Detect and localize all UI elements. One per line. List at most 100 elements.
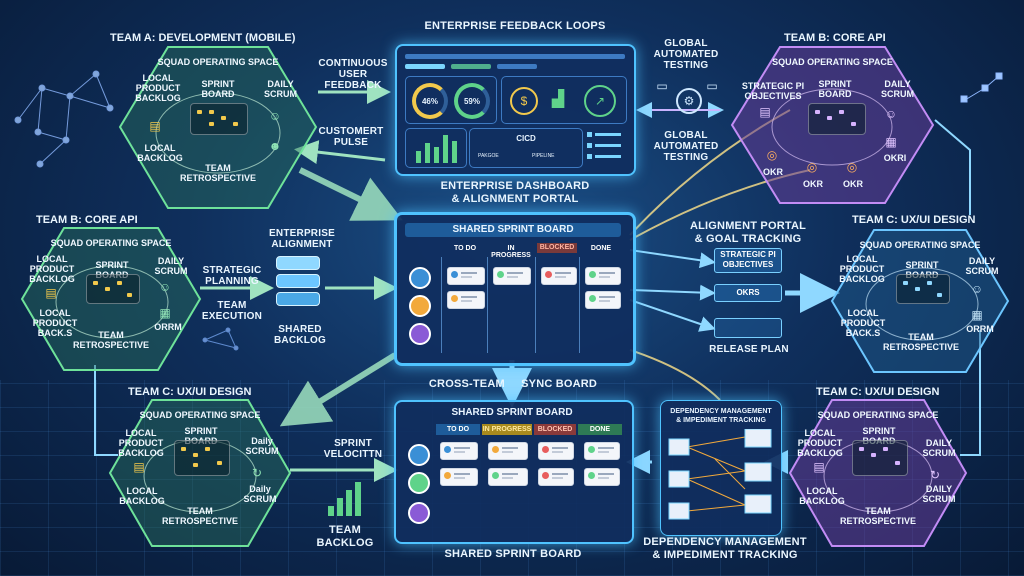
- daily-scrum-label: Daily SCRUM: [245, 436, 279, 456]
- team-retro-label: TEAM RETROSPECTIVE: [72, 330, 149, 350]
- mini-sprint-board: [190, 103, 248, 135]
- avatar: [409, 295, 431, 317]
- monitor-icon: ▭: [656, 79, 668, 93]
- velocity-chart-icon: [326, 480, 366, 516]
- dependency-management-panel[interactable]: DEPENDENCY MANAGEMENT & IMPEDIMENT TRACK…: [660, 400, 782, 536]
- orrm-label: ORRM: [154, 322, 182, 332]
- continuous-user-feedback-label: CONTINUOUS USER FEEDBACK: [318, 58, 388, 91]
- task-card[interactable]: [585, 291, 621, 309]
- task-card[interactable]: [541, 267, 577, 285]
- task-card[interactable]: [440, 442, 478, 460]
- col-blocked: BLOCKED: [534, 424, 576, 435]
- team-b-hexagon[interactable]: SQUAD OPERATING SPACE STRATEGIC PI OBJEC…: [730, 45, 935, 205]
- team-c-purple-hexagon[interactable]: SQUAD OPERATING SPACE LOCAL PRODUCT BACK…: [788, 398, 968, 548]
- network-share-icon: [960, 72, 1003, 103]
- team-icon: ☺: [884, 107, 898, 121]
- task-card[interactable]: [440, 468, 478, 486]
- release-plan-label: RELEASE PLAN: [709, 344, 789, 355]
- mini-sprint-board: [852, 440, 908, 476]
- task-card[interactable]: [493, 267, 531, 285]
- monitor-icon: ▭: [706, 79, 718, 93]
- squad-space-label: SQUAD OPERATING SPACE: [772, 57, 893, 67]
- mini-sprint-board: [808, 103, 866, 135]
- okr-label-3: OKR: [843, 179, 863, 189]
- enterprise-dashboard-panel[interactable]: 46% 59% $ ▟ ↗ CICD PAKGOE PIPELINE: [395, 44, 636, 176]
- okri-label: OKRI: [883, 153, 907, 163]
- dashboard-tab: [451, 64, 491, 69]
- col-in-progress: IN PROGRESS: [482, 424, 532, 435]
- local-product-backs-label: LOCAL PRODUCT BACK.S: [840, 308, 886, 338]
- task-card[interactable]: [447, 291, 485, 309]
- squad-space-label: SQUAD OPERATING SPACE: [859, 240, 981, 250]
- local-product-backs-label: LOCAL PRODUCT BACK.S: [32, 308, 78, 338]
- local-product-backlog-label: LOCAL PRODUCT BACKLOG: [135, 73, 181, 103]
- task-card[interactable]: [488, 468, 528, 486]
- gauge-1: 46%: [412, 83, 448, 119]
- gear-icon: ⚙: [676, 88, 702, 114]
- target-icon: ◎: [766, 148, 778, 162]
- strategic-pi-objectives-pill[interactable]: STRATEGIC PI OBJECTIVES: [714, 248, 782, 273]
- refresh-icon: ↻: [929, 468, 941, 482]
- squad-space-label: SQUAD OPERATING SPACE: [50, 238, 172, 248]
- refresh-icon: ↻: [251, 466, 263, 480]
- backlog-icon: ▤: [45, 286, 57, 300]
- strategic-pi-objectives-label: STRATEGIC PI OBJECTIVES: [741, 81, 805, 101]
- local-product-backlog-label: LOCAL PRODUCT BACKLOG: [797, 428, 843, 458]
- dashboard-portal-title: ENTERPRISE DASHBOARD & ALIGNMENT PORTAL: [440, 180, 590, 205]
- squad-space-label: SQUAD OPERATING SPACE: [157, 57, 279, 67]
- local-product-backlog-label: LOCAL PRODUCT BACKLOG: [118, 428, 164, 458]
- dashboard-tab: [497, 64, 537, 69]
- team-retro-label: TEAM RETROSPECTIVE: [839, 506, 916, 526]
- squad-space-label: SQUAD OPERATING SPACE: [139, 410, 261, 420]
- team-icon: ☺: [158, 280, 172, 294]
- team-execution-label: TEAM EXECUTION: [201, 300, 263, 322]
- team-icon: ☺: [268, 109, 282, 123]
- avatar: [408, 444, 430, 466]
- team-icon: ☺: [970, 282, 984, 296]
- daily-scrum-label: DAILY SCRUM: [881, 79, 914, 99]
- team-a-hexagon[interactable]: SQUAD OPERATING SPACE LOCAL PRODUCT BACK…: [118, 45, 318, 210]
- team-b-left-title: TEAM B: CORE API: [36, 214, 138, 226]
- bottom-shared-sprint-board[interactable]: SHARED SPRINT BOARD TO DO IN PROGRESS BL…: [394, 400, 634, 544]
- local-product-backlog-label: LOCAL PRODUCT BACKLOG: [29, 254, 75, 284]
- team-a-title: TEAM A: DEVELOPMENT (MOBILE): [110, 32, 296, 44]
- shared-backlog-stack[interactable]: [272, 252, 324, 318]
- avatar: [408, 472, 430, 494]
- task-card[interactable]: [584, 468, 620, 486]
- target-icon: ◎: [846, 160, 858, 174]
- backlog-icon: ▤: [813, 460, 825, 474]
- cicd-label: CICD: [516, 134, 536, 143]
- daily-scrum-label-2: DAILY SCRUM: [922, 484, 956, 504]
- task-card[interactable]: [584, 442, 620, 460]
- release-plan-card[interactable]: [714, 318, 782, 338]
- main-board-title: SHARED SPRINT BOARD: [405, 223, 621, 237]
- col-done: DONE: [590, 245, 612, 252]
- chart-icon: ▦: [971, 308, 983, 322]
- col-todo: TO DO: [436, 424, 480, 435]
- col-in-progress: IN PROGRESS: [491, 245, 531, 259]
- daily-scrum-label: DAILY SCRUM: [965, 256, 999, 276]
- dependency-graph: [668, 429, 772, 520]
- team-b-title: TEAM B: CORE API: [784, 32, 886, 44]
- pipeline-label: PIPELINE: [532, 153, 555, 159]
- col-todo: TO DO: [453, 245, 477, 252]
- task-card[interactable]: [538, 468, 574, 486]
- team-c-left-hexagon[interactable]: SQUAD OPERATING SPACE LOCAL PRODUCT BACK…: [108, 398, 292, 548]
- chart-icon: ▦: [885, 135, 897, 149]
- metrics-panel: $ ▟ ↗: [501, 76, 627, 124]
- team-c-right-hexagon[interactable]: SQUAD OPERATING SPACE LOCAL PRODUCT BACK…: [830, 228, 1010, 374]
- task-card[interactable]: [488, 442, 528, 460]
- checklist-icon: [587, 130, 625, 164]
- bar-chart-icon: ▟: [551, 91, 565, 108]
- orrm-label: ORRM: [966, 324, 994, 334]
- main-shared-sprint-board[interactable]: SHARED SPRINT BOARD TO DO IN PROGRESS BL…: [394, 212, 636, 366]
- cicd-panel: CICD PAKGOE PIPELINE: [469, 128, 583, 168]
- task-card[interactable]: [447, 267, 485, 285]
- team-b-left-hexagon[interactable]: SQUAD OPERATING SPACE LOCAL PRODUCT BACK…: [20, 226, 202, 372]
- task-card[interactable]: [538, 442, 574, 460]
- mini-sprint-board: [896, 274, 950, 304]
- mini-sprint-board: [174, 440, 230, 476]
- dependency-management-caption: DEPENDENCY MANAGEMENT & IMPEDIMENT TRACK…: [643, 536, 807, 561]
- task-card[interactable]: [585, 267, 621, 285]
- okrs-pill[interactable]: OKRs: [714, 284, 782, 302]
